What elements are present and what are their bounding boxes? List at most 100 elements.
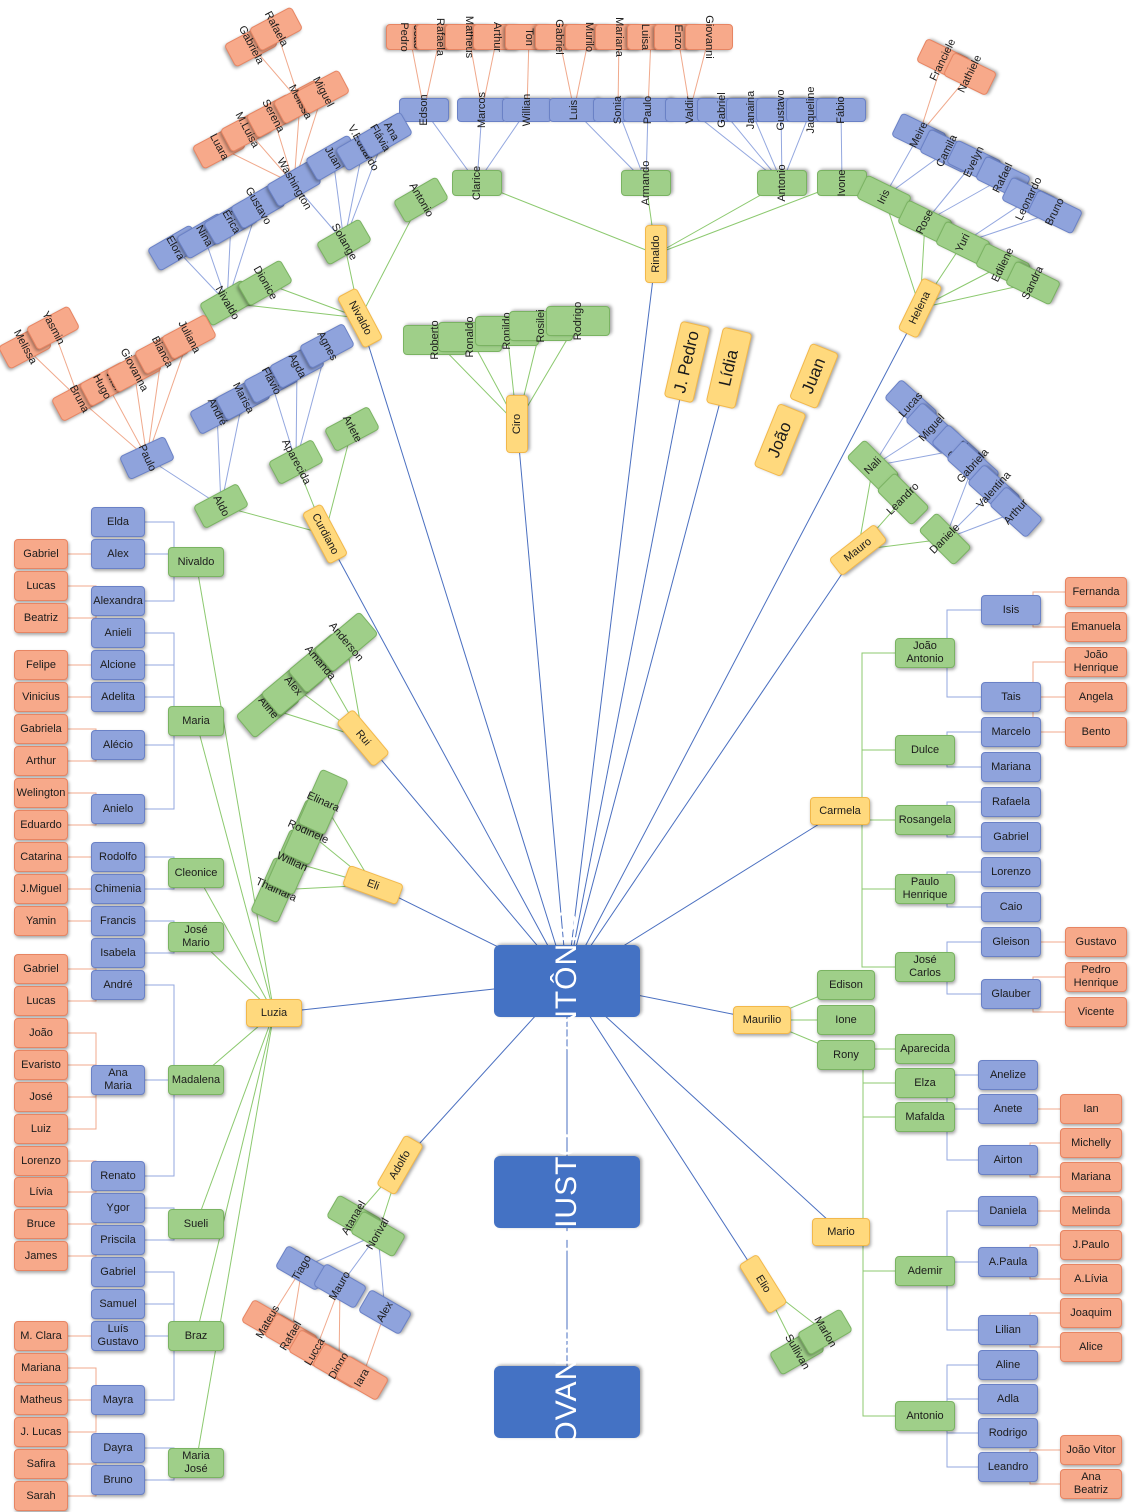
person-lz5-12: Gabriel <box>14 954 68 984</box>
person-cb4-6: Gleison <box>981 927 1041 957</box>
person-lz3-7: Maria José <box>168 1448 224 1478</box>
person-lz4-0: Elda <box>91 507 145 537</box>
person-mr5-9: Ana Beatriz <box>1060 1469 1122 1499</box>
person-lz4-9: Chimenia <box>91 874 145 904</box>
person-mr5-8: João Vitor <box>1060 1435 1122 1465</box>
person-ca4-0: Isis <box>981 595 1041 625</box>
person-lz4-5: Adelita <box>91 682 145 712</box>
person-lz4-13: Ana Maria <box>91 1065 145 1095</box>
person-mr4-3: Daniela <box>978 1196 1038 1226</box>
person-mr4-1: Anete <box>978 1094 1038 1124</box>
person-lz4-8: Rodolfo <box>91 842 145 872</box>
person-ml3-0: Edison <box>817 970 875 1000</box>
connector-k-luzia-lz3-6 <box>195 1012 275 1337</box>
person-lz3-0: Nivaldo <box>168 547 224 577</box>
person-lz4-3: Anieli <box>91 618 145 648</box>
person-mr4-2: Airton <box>978 1145 1038 1175</box>
person-cb4-7: Glauber <box>981 979 1041 1009</box>
connector-antonio-k-mauro <box>566 549 859 982</box>
person-ca5-3: Angela <box>1065 682 1127 712</box>
person-k-ciro: Ciro <box>506 395 528 453</box>
person-r-armando: Armando <box>621 161 671 205</box>
person-lz5-5: Gabriela <box>14 714 68 744</box>
connector-k-luzia-lz3-1 <box>195 720 275 1014</box>
connector-k-luzia-lz3-7 <box>195 1012 275 1464</box>
connector-k-helena-h3-0 <box>883 196 921 309</box>
person-lz5-4: Vinicius <box>14 682 68 712</box>
person-mr4-7: Adla <box>978 1384 1038 1414</box>
connector-k-luzia-lz3-0 <box>195 561 275 1014</box>
person-lz4-20: Mayra <box>91 1385 145 1415</box>
person-mr5-4: J.Paulo <box>1060 1230 1122 1260</box>
person-mr5-1: Michelly <box>1060 1128 1122 1158</box>
person-mr4-5: Lilian <box>978 1315 1038 1345</box>
connector-antonio-k-mario <box>566 980 842 1233</box>
person-lz5-25: J. Lucas <box>14 1417 68 1447</box>
connector-antonio-k-elio <box>566 980 764 1285</box>
person-lz5-3: Felipe <box>14 650 68 680</box>
person-lz4-22: Bruno <box>91 1465 145 1495</box>
person-lz5-6: Arthur <box>14 746 68 776</box>
person-r4-clarice0: Edson <box>399 94 449 126</box>
person-lz3-6: Braz <box>168 1321 224 1351</box>
person-ca5-0: Fernanda <box>1065 577 1127 607</box>
person-k-rinaldo: Rinaldo <box>645 225 667 283</box>
person-cb5-g0: Pedro Henrique <box>1065 962 1127 992</box>
person-lz4-16: Priscila <box>91 1225 145 1255</box>
person-lz4-19: Luís Gustavo <box>91 1321 145 1351</box>
person-lz5-27: Sarah <box>14 1481 68 1511</box>
person-lz4-17: Gabriel <box>91 1257 145 1287</box>
person-ca3-2: Rosangela <box>895 805 955 835</box>
person-cb4-5: Caio <box>981 892 1041 922</box>
person-cb4-0: Marcelo <box>981 717 1041 747</box>
person-mr3-0: Aparecida <box>895 1034 955 1064</box>
person-mr3-2: Mafalda <box>895 1102 955 1132</box>
person-lz4-1: Alex <box>91 539 145 569</box>
person-mr5-0: Ian <box>1060 1094 1122 1124</box>
connector-antonio-k-curdiano <box>324 533 568 982</box>
person-lz5-23: Mariana <box>14 1353 68 1383</box>
person-lz4-12: André <box>91 970 145 1000</box>
person-ca5-4: Bento <box>1065 717 1127 747</box>
person-mr5-3: Melinda <box>1060 1196 1122 1226</box>
person-lz3-5: Sueli <box>168 1209 224 1239</box>
person-mr5-6: Joaquim <box>1060 1298 1122 1328</box>
person-lz5-24: Matheus <box>14 1385 68 1415</box>
person-mr4-6: Aline <box>978 1350 1038 1380</box>
person-lz4-4: Alcione <box>91 650 145 680</box>
person-lz4-2: Alexandra <box>91 586 145 616</box>
connector-k-rinaldo-r-clarice <box>476 182 657 255</box>
person-lz4-7: Anielo <box>91 794 145 824</box>
person-cb4-2: Rafaela <box>981 787 1041 817</box>
person-lz5-22: M. Clara <box>14 1321 68 1351</box>
person-giusto: GIUSTO <box>494 1132 640 1252</box>
connector-k-luzia-lz3-2 <box>195 872 275 1014</box>
person-r4-clarice1: Marcos <box>457 92 507 128</box>
person-mr4-9: Leandro <box>978 1452 1038 1482</box>
connector-k-curdiano-cu3-2 <box>324 428 353 535</box>
person-lz5-20: Bruce <box>14 1209 68 1239</box>
person-lz3-3: José Mario <box>168 922 224 952</box>
person-c3-4: Rodrigo <box>546 302 610 340</box>
person-lz5-17: Luiz <box>14 1114 68 1144</box>
person-lz5-1: Lucas <box>14 571 68 601</box>
person-lz5-7: Welington <box>14 778 68 808</box>
connector-k-nivaldo-n3-0 <box>226 302 361 319</box>
person-lz4-21: Dayra <box>91 1433 145 1463</box>
person-k-mario: Mario <box>812 1218 870 1246</box>
person-giovanni: GIOVANNI <box>494 1326 640 1478</box>
person-r-clarice: Clarice <box>452 166 502 200</box>
person-k-maurilio: Maurilio <box>733 1006 791 1034</box>
person-cb5-0: Gustavo <box>1065 927 1127 957</box>
person-k-luzia: Luzia <box>246 999 302 1027</box>
person-mr4-4: A.Paula <box>978 1247 1038 1277</box>
person-lz3-2: Cleonice <box>168 858 224 888</box>
person-lz5-14: João <box>14 1018 68 1048</box>
connector-cu4-0-pc5-4 <box>146 336 190 459</box>
person-lz5-0: Gabriel <box>14 539 68 569</box>
person-lz5-19: Lívia <box>14 1177 68 1207</box>
person-antonio: ANTÔNIO <box>494 909 640 1053</box>
connector-antonio-k-nivaldo <box>359 317 568 982</box>
person-lz5-21: James <box>14 1241 68 1271</box>
